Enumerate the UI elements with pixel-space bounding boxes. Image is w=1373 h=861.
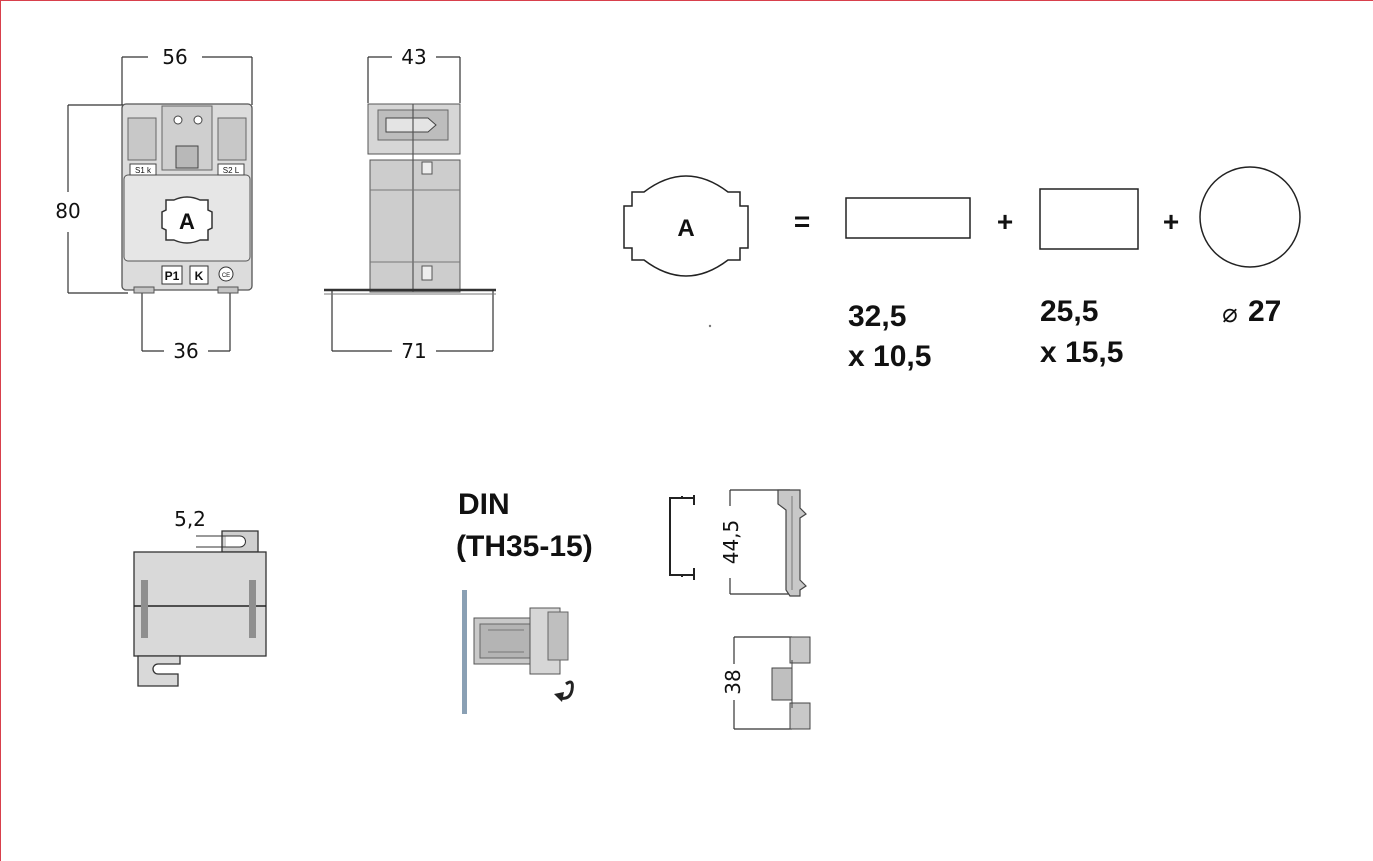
bar2-height-label: x 15,5: [1040, 336, 1123, 369]
din-mounting-illustration: [462, 590, 574, 714]
plus-sign-2: +: [1163, 206, 1179, 237]
diameter-value: 27: [1248, 295, 1281, 328]
dimension-din-44-5: 44,5: [719, 489, 790, 595]
dim-5-2-label: 5,2: [174, 507, 206, 531]
terminal-s2-label: S2 L: [223, 166, 240, 175]
din-clip-front: [771, 636, 811, 730]
speck: [708, 324, 712, 328]
din-title: DIN: [458, 488, 510, 521]
bar-section-1: [845, 197, 971, 239]
din-rail-profile: [669, 496, 694, 577]
bar1-width-label: 32,5: [848, 300, 906, 333]
screw-terminal-view: 5,2: [133, 507, 267, 687]
diameter-symbol: ⌀: [1222, 299, 1238, 329]
bar1-height-label: x 10,5: [848, 340, 931, 373]
equals-sign: =: [794, 206, 810, 237]
ct-front-body: S1 k S2 L A P1 K CE: [121, 103, 253, 294]
dim-71-label: 71: [401, 339, 426, 363]
label-ce: CE: [222, 273, 230, 279]
label-k: K: [195, 269, 204, 283]
dimension-base-side: 71: [331, 290, 494, 363]
dim-43-label: 43: [401, 45, 426, 69]
din-clip-side: [777, 489, 807, 597]
aperture-equation: A = + + 32,5 x 10,5 25,5 x 15,5 ⌀ 27: [623, 166, 1301, 373]
dim-80-label: 80: [55, 199, 80, 223]
screw-view-body: [133, 551, 267, 657]
rotate-arrow-icon: [559, 680, 574, 700]
aperture-shape: A: [623, 175, 749, 277]
side-view: 43 71: [324, 45, 496, 363]
aperture-symbol: A: [677, 215, 694, 242]
dim-36-label: 36: [173, 339, 198, 363]
label-p1: P1: [165, 269, 180, 283]
dim-56-label: 56: [162, 45, 187, 69]
front-primary-mark: A: [179, 209, 195, 234]
plus-sign-1: +: [997, 206, 1013, 237]
terminal-s1-label: S1 k: [135, 166, 152, 175]
ct-side-body: [324, 103, 496, 295]
front-view: 56 80 36 S1: [55, 45, 253, 363]
dimension-depth-side: 43: [367, 45, 461, 103]
din-section: DIN (TH35-15) 44,5: [456, 488, 811, 730]
bar2-width-label: 25,5: [1040, 295, 1098, 328]
dim-38-label: 38: [721, 669, 745, 694]
dimension-height-front: 80: [55, 104, 128, 294]
dimension-din-38: 38: [721, 636, 792, 730]
dimension-width-front: 56: [121, 45, 253, 105]
din-rail-type: (TH35-15): [456, 530, 593, 563]
round-conductor: [1199, 166, 1301, 268]
bar-section-2: [1039, 188, 1139, 250]
dim-44-5-label: 44,5: [719, 520, 743, 565]
dimension-base-front: 36: [141, 292, 231, 363]
